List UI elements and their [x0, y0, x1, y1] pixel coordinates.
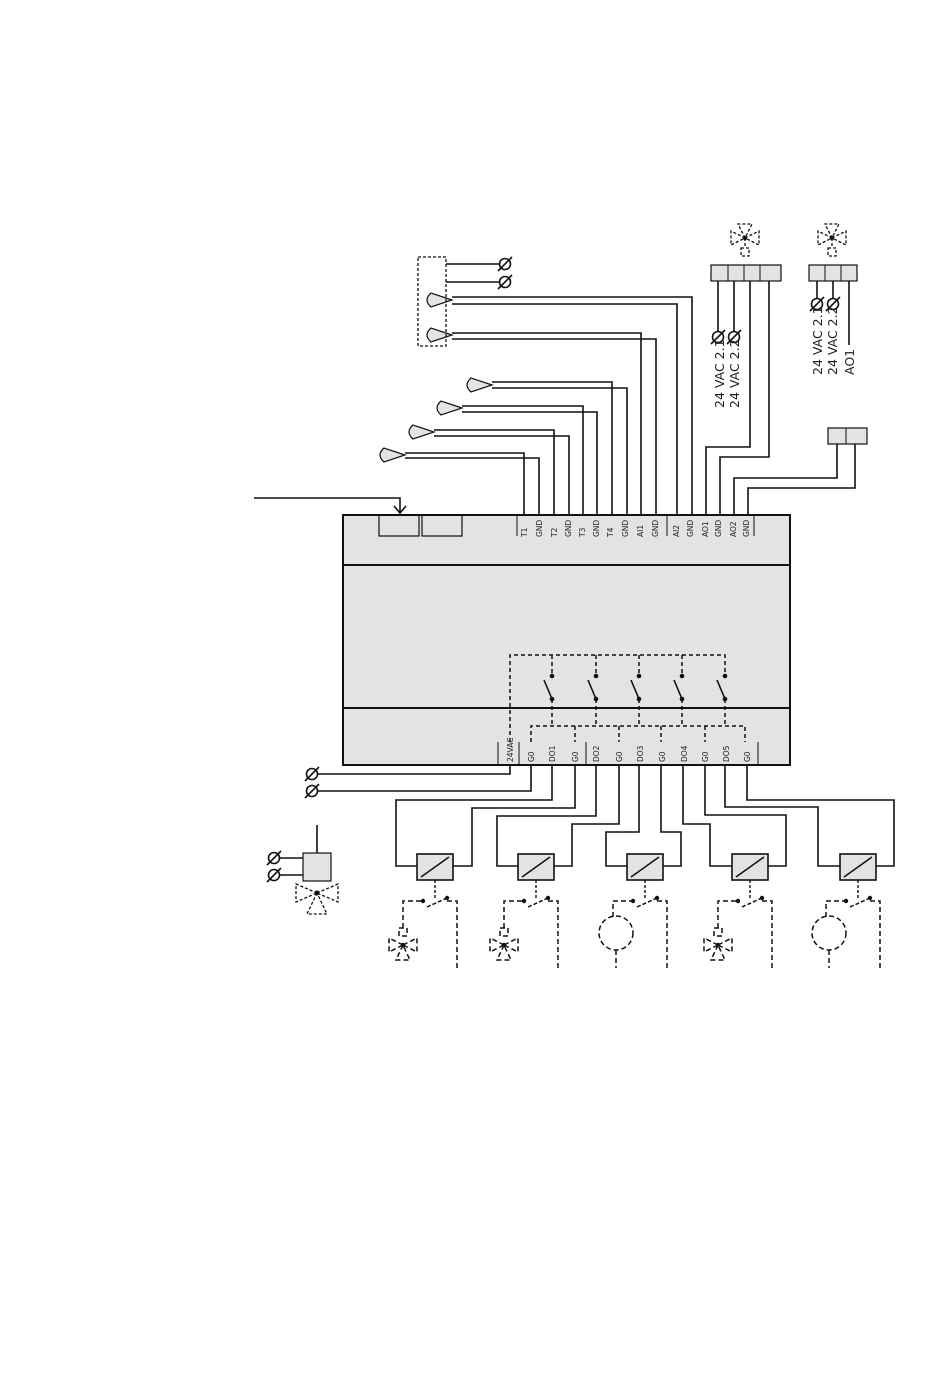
pump-load-icon	[599, 880, 667, 968]
terminal-label: GND	[564, 520, 573, 537]
terminal-label: DO5	[722, 745, 731, 762]
fuse-icon	[498, 275, 512, 289]
relay-coil-icon	[627, 854, 663, 880]
sensor-icon	[427, 328, 452, 342]
valve-load-icon	[490, 880, 558, 968]
terminal-label: G0	[527, 751, 536, 762]
sensor-icon	[467, 378, 492, 392]
sensor-icon	[427, 293, 452, 307]
sensor-icon	[437, 401, 462, 415]
terminal-label: DO1	[548, 745, 557, 762]
output-wiring	[305, 765, 894, 866]
valve-load-icon	[704, 880, 772, 968]
terminal-label: GND	[621, 520, 630, 537]
terminal-label: T1	[520, 527, 529, 538]
valve-2-label: AO1	[842, 349, 857, 375]
valve-2-label: 24 VAC 2.1	[810, 306, 825, 375]
relay-coil-icon	[518, 854, 554, 880]
terminal-label: G0	[571, 751, 580, 762]
pump-load-icon	[812, 880, 880, 968]
terminal-label: GND	[592, 520, 601, 537]
fuse-icon	[498, 257, 512, 271]
sensor-wiring	[254, 281, 855, 515]
terminal-label: AO2	[729, 521, 738, 537]
three-way-valve-icon	[296, 884, 338, 914]
valve-1-label: 24 VAC 2.2	[727, 339, 742, 408]
sensor-icon	[409, 425, 434, 439]
terminal-label: DO2	[592, 745, 601, 762]
terminal-label: T2	[550, 527, 559, 538]
terminal-label: GND	[651, 520, 660, 537]
valve-1-label: 24 VAC 2.1	[712, 339, 727, 408]
relay-coil-icon	[840, 854, 876, 880]
relay-coil-icon	[417, 854, 453, 880]
relay-coil-icon	[732, 854, 768, 880]
sensor-supply	[446, 257, 512, 289]
valve-2-label: 24 VAC 2.2	[825, 306, 840, 375]
terminal-label: G0	[701, 751, 710, 762]
loads	[389, 880, 880, 968]
terminal-label: DO3	[636, 745, 645, 762]
terminal-label: GND	[535, 520, 544, 537]
terminal-label: GND	[742, 520, 751, 537]
fuse-icon	[267, 868, 281, 882]
fuse-icon	[267, 851, 281, 865]
external-relays	[417, 854, 876, 880]
three-way-valve-icon	[731, 224, 759, 256]
terminal-label: AI1	[636, 525, 645, 537]
terminal-label: GND	[686, 520, 695, 537]
terminal-label: G0	[658, 751, 667, 762]
terminal-label: AO1	[701, 521, 710, 537]
fuse-icon	[305, 784, 319, 798]
terminal-label: GND	[714, 520, 723, 537]
three-way-valve-icon	[818, 224, 846, 256]
actuator	[267, 825, 338, 914]
terminal-label: T4	[606, 527, 615, 538]
valve-1: 24 VAC 2.1 24 VAC 2.2	[711, 224, 781, 408]
ao2-connector	[828, 428, 867, 444]
terminal-label: T3	[578, 527, 587, 538]
terminal-label: G0	[743, 751, 752, 762]
valve-load-icon	[389, 880, 457, 968]
controller-housing	[343, 515, 790, 765]
terminal-label: AI2	[672, 525, 681, 537]
fuse-icon	[305, 767, 319, 781]
valve-2: 24 VAC 2.1 24 VAC 2.2 AO1	[809, 224, 857, 375]
sensor-icon	[380, 448, 405, 462]
terminal-label: DO4	[680, 745, 689, 762]
terminal-label: G0	[615, 751, 624, 762]
